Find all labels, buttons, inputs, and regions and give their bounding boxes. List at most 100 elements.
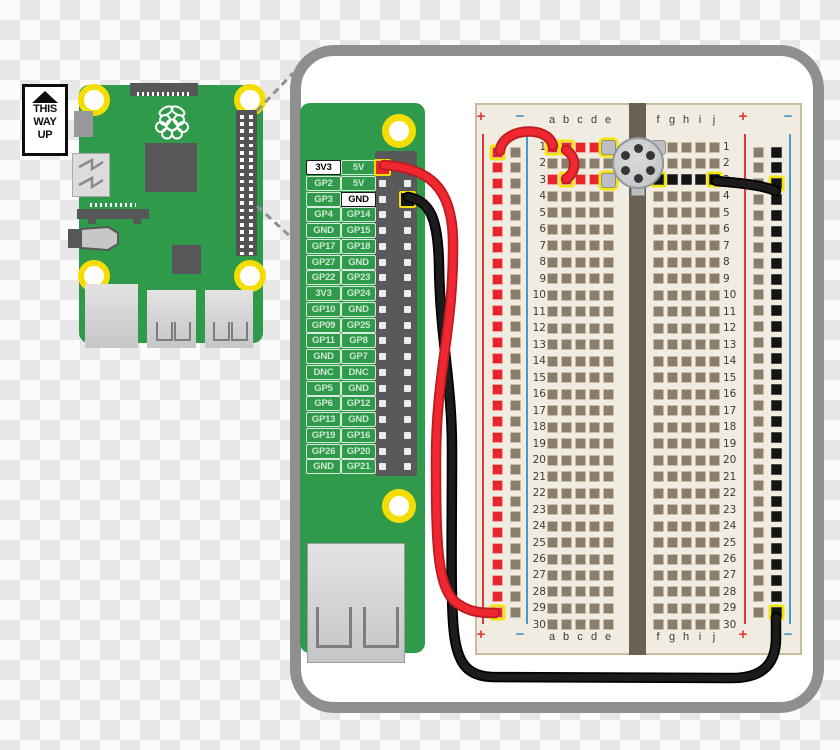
row-number: 24 [532, 520, 546, 533]
breadboard-hole [708, 273, 720, 285]
breadboard-hole [666, 504, 678, 516]
rail-hole [752, 495, 764, 507]
breadboard-hole [708, 207, 720, 219]
breadboard-hole [694, 289, 706, 301]
breadboard-hole [708, 405, 720, 417]
rail-hole [509, 336, 521, 348]
breadboard-hole [560, 454, 572, 466]
gpio-header-pin [240, 201, 244, 205]
gpio-header-pin [240, 172, 244, 177]
breadboard-hole [652, 355, 664, 367]
rail-hole [770, 336, 782, 348]
breadboard-hole [602, 602, 614, 614]
breadboard-hole [694, 273, 706, 285]
breadboard-hole [694, 520, 706, 532]
breadboard-hole [680, 273, 692, 285]
rail-hole [752, 543, 764, 554]
breadboard-hole [546, 174, 558, 186]
breadboard-hole [588, 190, 600, 202]
row-number: 17 [723, 404, 737, 417]
breadboard-hole [708, 602, 720, 614]
breadboard-hole [574, 289, 586, 301]
rail-hole [770, 146, 782, 158]
breadboard-hole [546, 273, 558, 285]
breadboard-hole [708, 355, 720, 367]
breadboard-hole [602, 289, 614, 301]
breadboard-hole [694, 322, 706, 334]
row-number: 9 [539, 272, 546, 285]
breadboard-hole [546, 520, 558, 532]
breadboard-hole [666, 223, 678, 235]
rail-label-plus: + [476, 626, 486, 643]
breadboard-hole [602, 273, 614, 285]
gpio-header-pin [249, 136, 253, 141]
row-number: 4 [723, 190, 730, 203]
breadboard-hole [652, 454, 664, 466]
gpio-pin [403, 321, 411, 329]
breadboard-hole [546, 454, 558, 466]
gpio-header-pin [240, 237, 244, 241]
column-letter: g [668, 114, 676, 126]
column-letter: i [698, 114, 702, 126]
gpio-label-left: GP4 [306, 207, 341, 223]
breadboard-hole [708, 372, 720, 384]
dsi-connector [77, 209, 149, 219]
breadboard-hole [652, 602, 664, 614]
breadboard-hole [694, 306, 706, 318]
breadboard-hole [708, 586, 720, 598]
breadboard-hole [546, 207, 558, 219]
breadboard-hole [666, 322, 678, 334]
strip-mounting-hole [382, 114, 416, 148]
breadboard-hole [708, 388, 720, 400]
breadboard-hole [602, 520, 614, 532]
gpio-label-right: GP24 [341, 286, 376, 301]
breadboard-hole [694, 569, 706, 581]
gpio-label-right: GND [341, 191, 376, 207]
breadboard-hole [546, 537, 558, 549]
breadboard-hole [546, 306, 558, 318]
breadboard-hole [708, 256, 720, 268]
breadboard-hole [546, 586, 558, 598]
breadboard-hole [560, 289, 572, 301]
rail-hole [752, 511, 764, 523]
breadboard-hole [652, 553, 664, 565]
gpio-header-pin [240, 129, 244, 133]
breadboard-hole [574, 256, 586, 268]
breadboard-hole [666, 569, 678, 581]
breadboard-hole [574, 537, 586, 549]
breadboard-hole [680, 207, 692, 219]
breadboard-hole [588, 569, 600, 581]
breadboard-hole [574, 207, 586, 219]
rail-label-minus: − [515, 108, 525, 125]
row-number: 13 [723, 338, 737, 351]
row-number: 23 [532, 503, 546, 516]
gpio-pin [403, 416, 411, 423]
breadboard-hole [546, 504, 558, 516]
breadboard-hole [588, 273, 600, 285]
rail-hole [752, 384, 764, 396]
breadboard-hole [708, 438, 720, 450]
rail-hole [491, 400, 503, 412]
breadboard-hole [602, 569, 614, 581]
gpio-label-right: 5V [341, 175, 376, 191]
gpio-header-pin [249, 143, 253, 148]
breadboard-hole [680, 339, 692, 351]
rail-hole [509, 495, 521, 507]
rail-hole [752, 241, 764, 253]
rail-hole [770, 574, 782, 586]
breadboard-hole [694, 355, 706, 367]
breadboard-hole [546, 569, 558, 581]
gpio-pin [403, 384, 411, 392]
usb-port [205, 290, 253, 348]
breadboard-hole [602, 388, 614, 400]
breadboard-hole [546, 190, 558, 202]
breadboard-hole [652, 273, 664, 285]
breadboard-hole [574, 190, 586, 202]
gpio-label-left: GP26 [306, 443, 341, 459]
breadboard-hole [666, 553, 678, 565]
rail-hole [752, 463, 764, 475]
rail-hole [509, 606, 521, 618]
gpio-label-right: GP21 [341, 459, 376, 475]
rail-hole [491, 321, 503, 332]
breadboard-hole [694, 256, 706, 268]
